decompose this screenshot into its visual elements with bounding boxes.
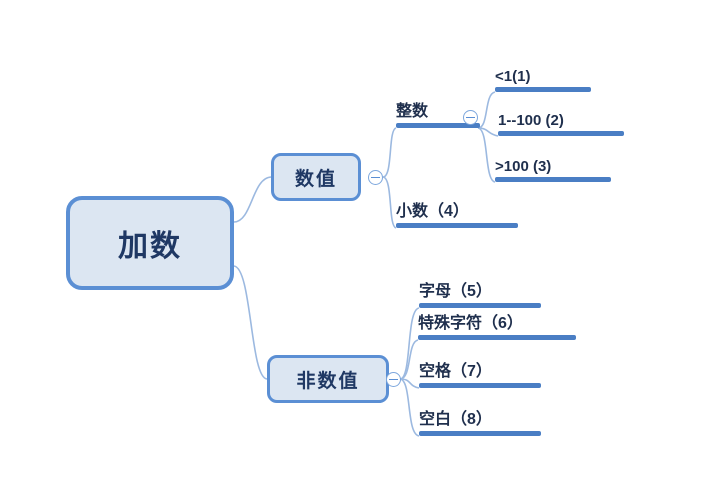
node-gt100[interactable]: >100 (3) <box>495 150 611 182</box>
node-space[interactable]: 空格（7） <box>419 356 541 388</box>
node-special-char-rule <box>418 335 576 340</box>
node-special-char-label: 特殊字符（6） <box>418 315 523 332</box>
collapse-minus-icon-numeric[interactable] <box>368 170 383 185</box>
collapse-minus-icon-integer[interactable] <box>463 110 478 125</box>
node-blank-rule <box>419 431 541 436</box>
node-lt1-label: <1(1) <box>495 68 531 85</box>
node-1to100[interactable]: 1--100 (2) <box>498 104 624 136</box>
node-nonnumeric-label: 非数值 <box>296 370 360 392</box>
node-lt1-rule <box>495 87 591 92</box>
root-node-label: 加数 <box>118 230 182 263</box>
node-letter-label: 字母（5） <box>419 283 492 300</box>
root-node[interactable]: 加数 <box>66 196 234 290</box>
node-numeric[interactable]: 数值 <box>271 153 361 201</box>
node-integer[interactable]: 整数 <box>396 96 480 128</box>
node-numeric-label: 数值 <box>294 168 337 190</box>
node-gt100-label: >100 (3) <box>495 158 552 175</box>
node-decimal[interactable]: 小数（4） <box>396 196 518 228</box>
node-1to100-rule <box>498 131 624 136</box>
node-nonnumeric[interactable]: 非数值 <box>267 355 389 403</box>
node-special-char[interactable]: 特殊字符（6） <box>418 308 576 340</box>
node-space-label: 空格（7） <box>419 363 492 380</box>
node-letter-rule <box>419 303 541 308</box>
node-letter[interactable]: 字母（5） <box>419 276 541 308</box>
collapse-minus-icon-nonnumeric[interactable] <box>386 372 401 387</box>
node-blank-label: 空白（8） <box>419 411 492 428</box>
node-lt1[interactable]: <1(1) <box>495 60 591 92</box>
node-space-rule <box>419 383 541 388</box>
node-decimal-label: 小数（4） <box>396 203 469 220</box>
node-decimal-rule <box>396 223 518 228</box>
node-blank[interactable]: 空白（8） <box>419 404 541 436</box>
node-1to100-label: 1--100 (2) <box>498 112 564 129</box>
node-gt100-rule <box>495 177 611 182</box>
node-integer-rule <box>396 123 480 128</box>
node-integer-label: 整数 <box>396 103 429 120</box>
